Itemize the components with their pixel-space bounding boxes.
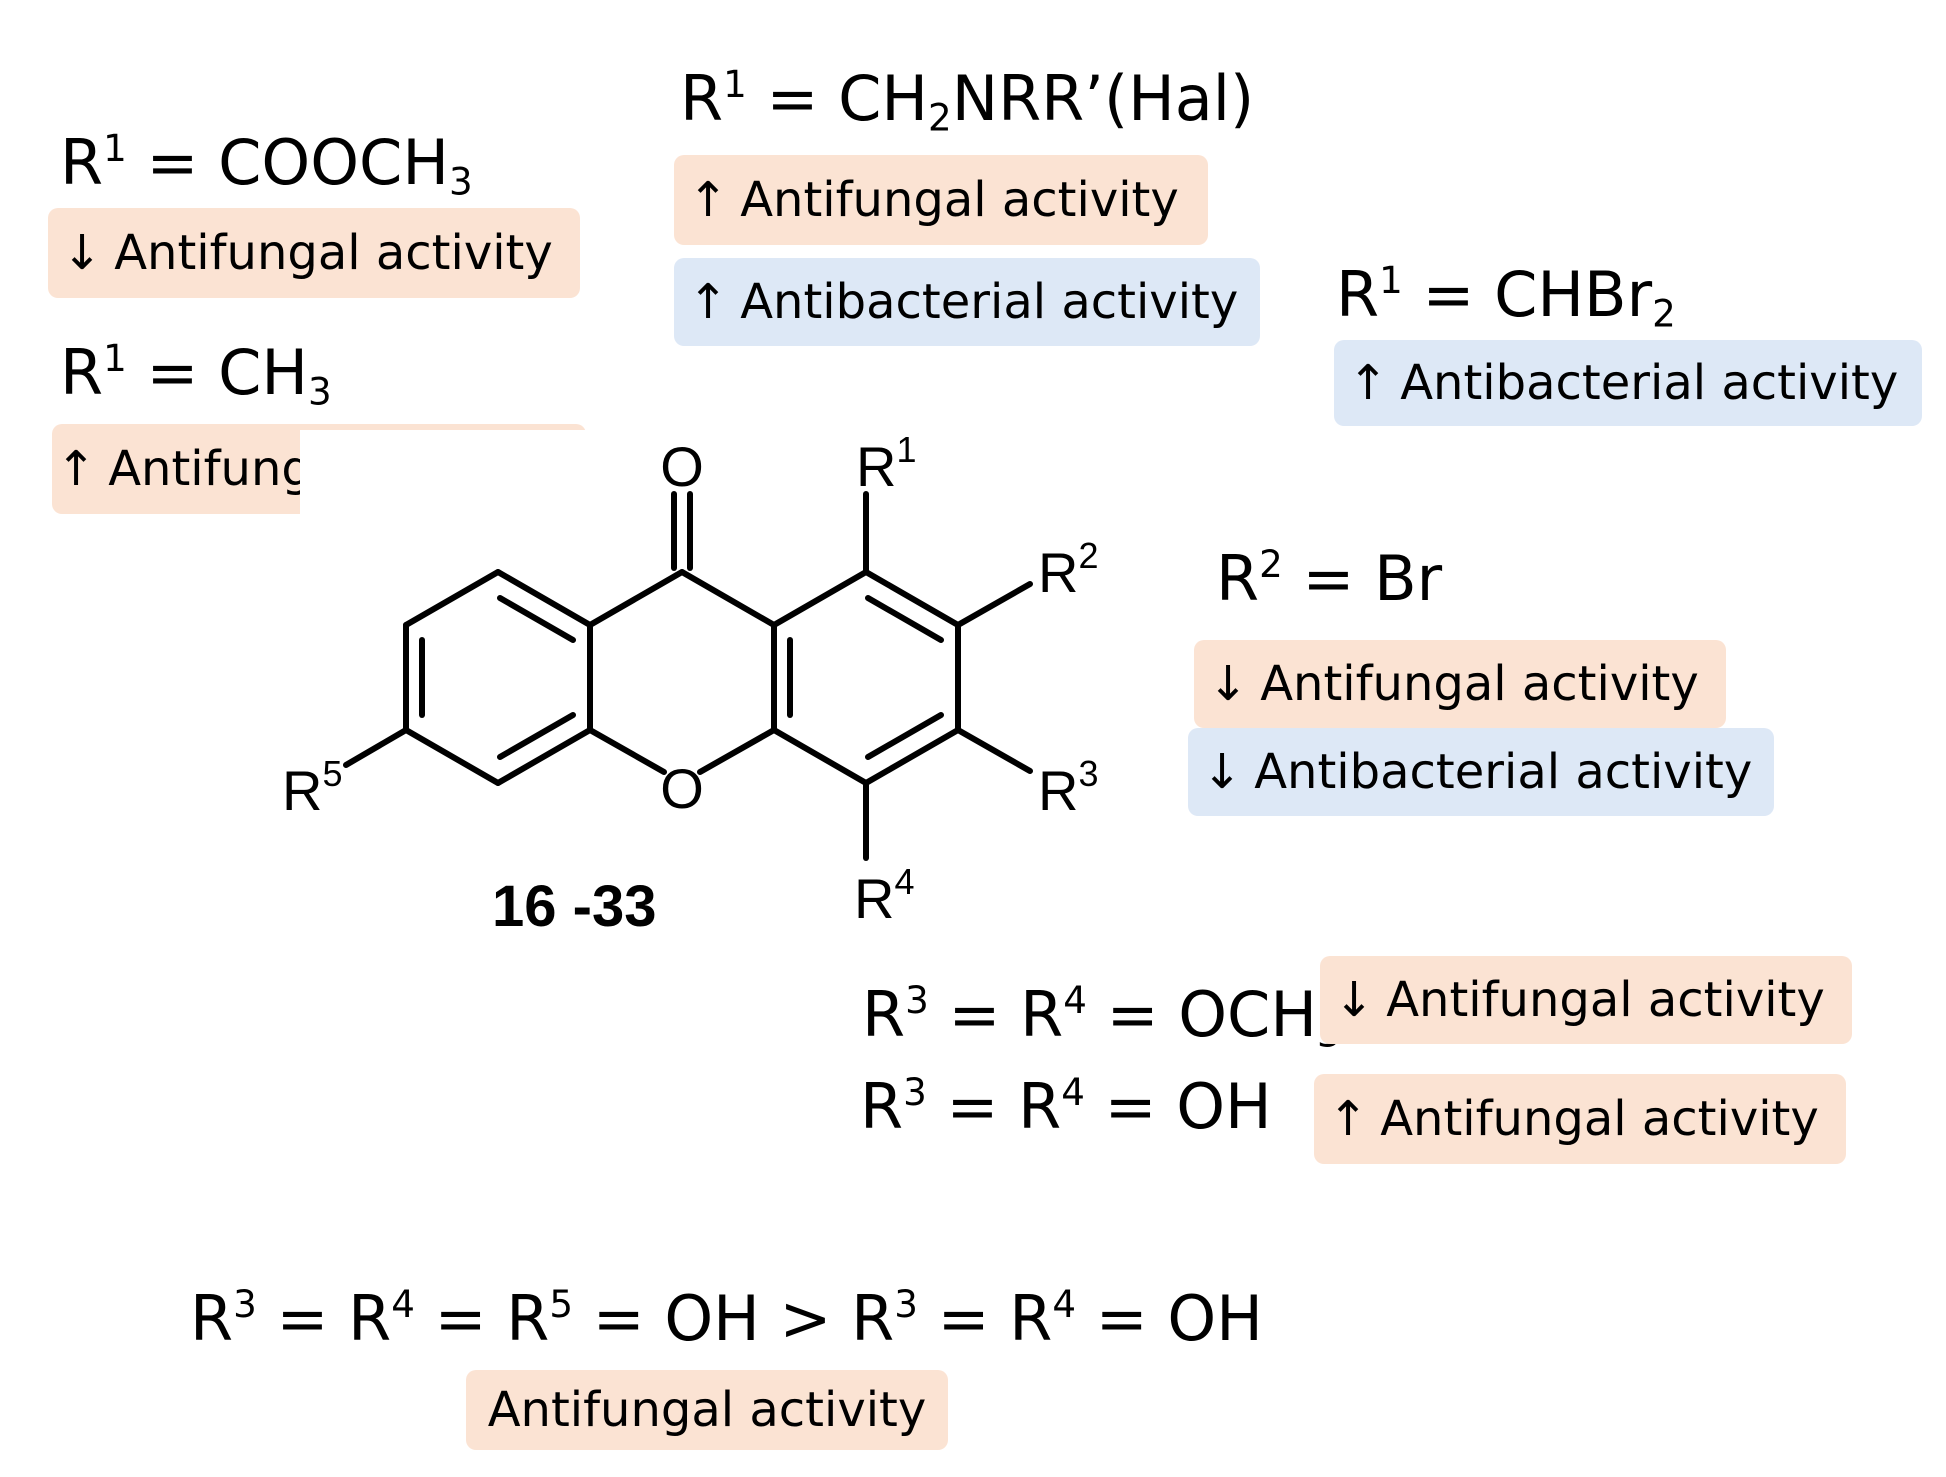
badge-r3-r4-oh-antifungal-up: ↑Antifungal activity (1314, 1074, 1846, 1164)
label-r1-cooch3: R1 = COOCH3 (60, 125, 473, 204)
label-r1-ch2nrr-hal: R1 = CH2NRR’(Hal) (680, 61, 1255, 140)
label-bottom-comparison: R3 = R4 = R5 = OH > R3 = R4 = OH (190, 1281, 1263, 1355)
label-r2-br: R2 = Br (1216, 541, 1443, 615)
substituent-r4-label: R4 (854, 861, 914, 930)
down-arrow-icon: ↓ (1202, 744, 1243, 800)
badge-r1-ch2nrr-antifungal-up: ↑Antifungal activity (674, 155, 1208, 245)
substituent-r3-label: R3 (1038, 753, 1098, 822)
label-r1-chbr2: R1 = CHBr2 (1336, 257, 1676, 336)
badge-bottom-antifungal: Antifungal activity (466, 1370, 948, 1450)
badge-r1-ch2nrr-antibacterial-up: ↑Antibacterial activity (674, 258, 1260, 346)
substituent-r1-label: R1 (856, 429, 916, 498)
compound-number-range: 16 -33 (492, 874, 657, 939)
down-arrow-icon: ↓ (1334, 972, 1375, 1028)
badge-r1-cooch3-antifungal-down: ↓Antifungal activity (48, 208, 580, 298)
down-arrow-icon: ↓ (62, 225, 103, 281)
xanthone-bonds (343, 491, 1033, 861)
label-r3-r4-oh: R3 = R4 = OH (860, 1069, 1272, 1143)
substituent-r5-label: R5 (282, 753, 342, 822)
up-arrow-icon: ↑ (688, 172, 729, 228)
badge-r2-br-antifungal-down: ↓Antifungal activity (1194, 640, 1726, 728)
label-r1-ch3: R1 = CH3 (60, 335, 332, 414)
badge-r3-r4-och3-antifungal-down: ↓Antifungal activity (1320, 956, 1852, 1044)
substituent-r2-label: R2 (1038, 535, 1098, 604)
up-arrow-icon: ↑ (1348, 355, 1389, 411)
up-arrow-icon: ↑ (688, 274, 729, 330)
badge-r1-chbr2-antibacterial-up: ↑Antibacterial activity (1334, 340, 1922, 426)
ring-oxygen-label: O (660, 757, 704, 820)
down-arrow-icon: ↓ (1208, 656, 1249, 712)
structure-canvas (300, 430, 1100, 930)
up-arrow-icon: ↑ (56, 441, 97, 497)
up-arrow-icon: ↑ (1328, 1091, 1369, 1147)
badge-r2-br-antibacterial-down: ↓Antibacterial activity (1188, 728, 1774, 816)
carbonyl-oxygen-label: O (660, 435, 704, 498)
